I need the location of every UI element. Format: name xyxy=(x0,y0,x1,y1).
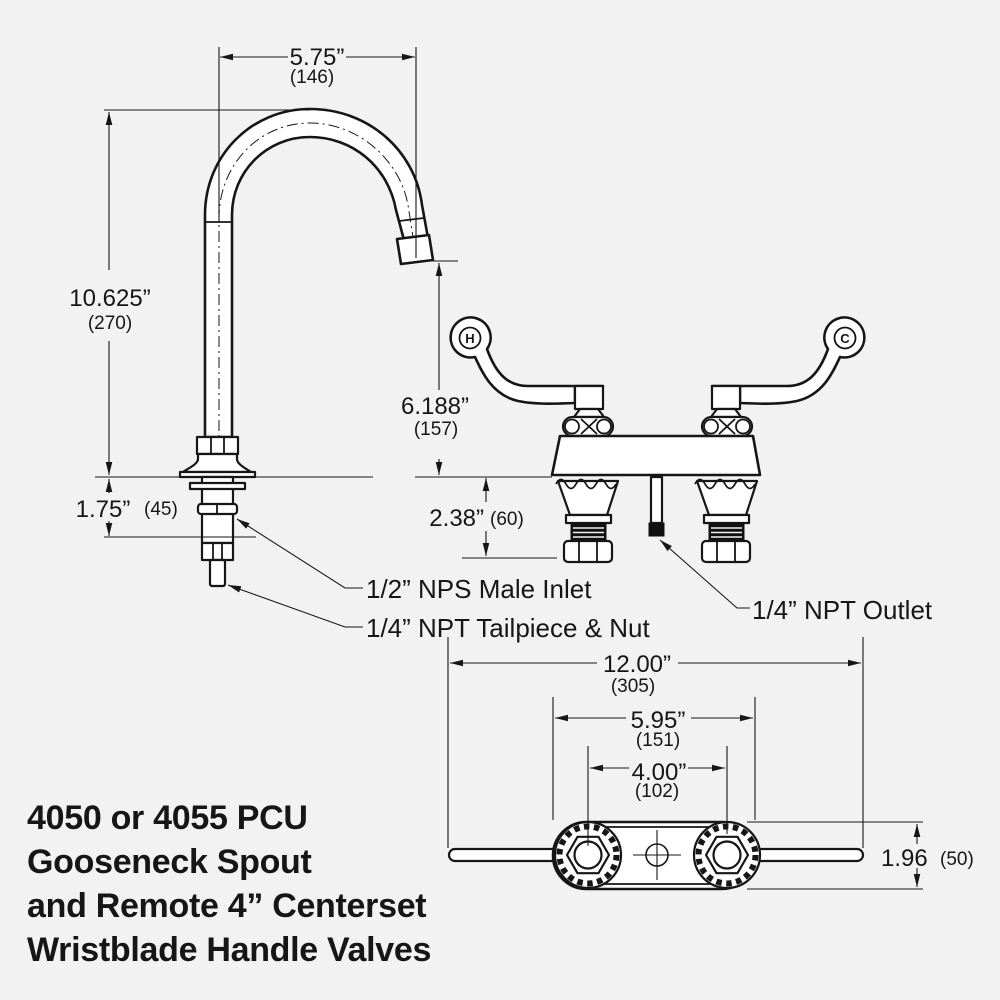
hot-handle-shank xyxy=(573,384,605,411)
outlet-label: 1/4” NPT Outlet xyxy=(752,595,933,625)
outlet-leader-line xyxy=(659,539,750,609)
dim-value: 6.188” xyxy=(401,393,469,420)
dim-faucet-centers: 4.00” (102) xyxy=(587,746,728,846)
inlet-label: 1/2” NPS Male Inlet xyxy=(366,574,592,604)
gooseneck-tube xyxy=(203,107,430,439)
serrated-washer xyxy=(694,478,756,490)
title-line-1: 4050 or 4055 PCU xyxy=(27,799,308,837)
dim-body-width: 5.95” (151) xyxy=(552,697,756,820)
hot-wristblade-handle xyxy=(449,316,605,405)
dim-value: 10.625” xyxy=(69,285,150,312)
dim-spout-reach: 5.75” (146) xyxy=(218,44,417,258)
dim-body-depth: 1.96 (50) xyxy=(747,821,974,890)
valve-body xyxy=(550,434,762,477)
dim-value: 2.38” xyxy=(429,505,484,532)
dim-below-deck: 2.38” (60) xyxy=(429,478,557,559)
title-line-2: Gooseneck Spout xyxy=(27,843,312,881)
dim-metric: (157) xyxy=(414,419,458,440)
spout-centerline xyxy=(218,122,416,452)
collar-flange xyxy=(564,513,613,525)
coupling-hex-nut xyxy=(700,539,752,564)
collar-flange xyxy=(702,513,751,525)
dim-metric: (146) xyxy=(290,67,334,88)
gooseneck-spout-front-view xyxy=(95,107,435,588)
dim-metric: (270) xyxy=(88,313,132,334)
center-outlet-mark xyxy=(633,830,681,880)
dim-metric: (50) xyxy=(940,849,974,870)
hot-packing-nut-knurl xyxy=(580,418,598,435)
bottom-view xyxy=(447,820,865,891)
lock-washer xyxy=(188,481,247,491)
outlet-npt-nipple xyxy=(648,522,665,537)
center-outlet-tube xyxy=(649,475,664,525)
spout-hex-nut xyxy=(195,435,240,456)
dim-value: 5.75” xyxy=(290,44,345,71)
hot-bonnet-skirt xyxy=(572,407,606,419)
tailpiece-label: 1/4” NPT Tailpiece & Nut xyxy=(366,613,651,643)
dim-metric: (102) xyxy=(635,781,679,802)
cold-index-ring xyxy=(833,326,857,350)
dim-value: 12.00” xyxy=(603,651,671,678)
dim-value: 1.75” xyxy=(76,496,131,523)
drawing-title: 4050 or 4055 PCU Gooseneck Spout and Rem… xyxy=(27,799,431,969)
hot-inlet-shank xyxy=(555,478,620,564)
tailpiece-leader-line xyxy=(227,584,363,628)
tailpiece-tube xyxy=(208,558,227,588)
dim-outlet-height: 6.188” (157) xyxy=(401,260,469,475)
dim-spout-height: 10.625” (270) xyxy=(69,109,310,475)
cold-handle-shank xyxy=(710,384,742,411)
hot-packing-nut-lobe xyxy=(596,418,612,435)
dim-overall-width: 12.00” (305) xyxy=(447,637,864,848)
dim-value: 4.00” xyxy=(632,759,687,786)
title-line-4: Wristblade Handle Valves xyxy=(27,931,431,969)
dim-value: 1.96 xyxy=(881,845,928,872)
dim-metric: (305) xyxy=(611,676,655,697)
hot-index-letter: H xyxy=(465,331,474,346)
callouts: 1/2” NPS Male Inlet 1/4” NPT Tailpiece &… xyxy=(227,518,933,643)
dim-metric: (45) xyxy=(144,499,178,520)
cold-packing-nut-knurl xyxy=(718,418,736,435)
cold-inlet-shank xyxy=(694,478,759,564)
cold-wristblade-handle xyxy=(710,316,866,405)
centerset-valve-front-view: H C xyxy=(415,316,866,564)
hot-index-ring xyxy=(458,326,482,350)
dim-metric: (151) xyxy=(636,730,680,751)
tailpiece-nut xyxy=(200,541,235,562)
spout-tip-joint-line xyxy=(398,217,425,222)
serrated-washer xyxy=(555,478,617,490)
hot-packing-nut-lobe xyxy=(564,418,580,435)
dim-shank-length: 1.75” (45) xyxy=(76,479,256,538)
cold-packing-nut-lobe xyxy=(703,418,719,435)
cold-packing-nut-lobe xyxy=(735,418,751,435)
cold-index-letter: C xyxy=(840,331,850,346)
aerator-outlet xyxy=(395,233,435,266)
inlet-leader-line xyxy=(236,518,363,589)
spout-escutcheon-bell xyxy=(181,452,253,474)
title-line-3: and Remote 4” Centerset xyxy=(27,887,426,925)
inlet-bore xyxy=(712,840,742,870)
dim-value: 5.95” xyxy=(631,707,686,734)
dim-metric: (60) xyxy=(490,509,524,530)
cold-bonnet-skirt xyxy=(709,407,743,419)
coupling-hex-nut xyxy=(562,539,614,564)
